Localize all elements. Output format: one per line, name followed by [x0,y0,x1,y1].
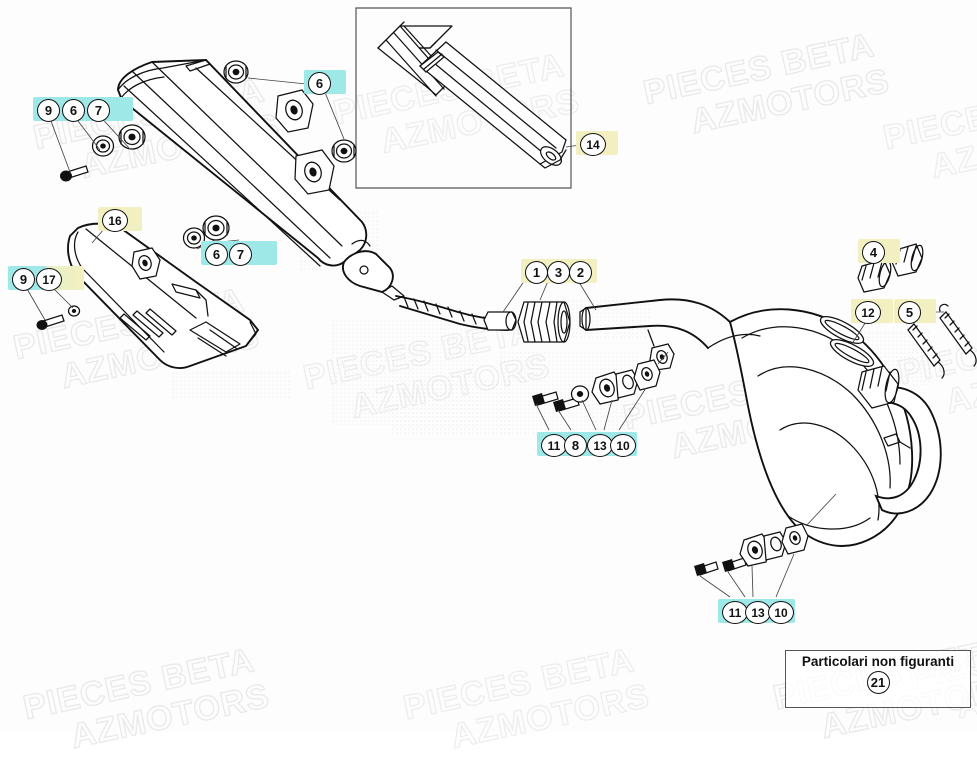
badge-4-spring-mounts[interactable]: 4 [862,241,885,264]
silencer-body [117,59,405,301]
silencer-packing-part [377,21,567,169]
badge-7-silencer-lower-grommets[interactable]: 7 [229,243,252,266]
badge-17-heat-shield-fastener[interactable]: 17 [36,268,62,291]
gasket-b [829,339,875,367]
mid-mount-hardware [532,351,669,431]
badge-9-silencer-front-mount[interactable]: 9 [37,99,60,122]
inset-detail-frame [355,7,581,189]
lower-mount-hardware [694,493,837,598]
badge-11-lower-mount-hardware[interactable]: 11 [722,601,748,624]
bracket-lower [781,523,809,555]
washer-mid [570,385,590,403]
badge-10-mid-mount-hardware[interactable]: 10 [610,434,636,457]
badge-9-heat-shield-fastener[interactable]: 9 [12,268,35,291]
tension-spring-b [938,303,977,367]
pipe-joint-sleeve [517,301,571,343]
bracket-mid [633,359,661,391]
badge-13-mid-mount-hardware[interactable]: 13 [587,434,613,457]
badge-6-silencer-upper-grommets[interactable]: 6 [308,72,331,95]
badge-10-lower-mount-hardware[interactable]: 10 [768,601,794,624]
damper-bush-lower [739,531,787,567]
badge-16-heat-shield[interactable]: 16 [102,209,128,232]
tension-spring-a [906,315,945,379]
socket-bolt-d [722,557,747,572]
spacer-lower [182,227,206,249]
badge-11-mid-mount-hardware[interactable]: 11 [541,434,567,457]
grommet-lower [202,215,230,241]
socket-bolt-a [532,391,559,406]
badge-7-silencer-front-mount[interactable]: 7 [87,99,110,122]
badge-3-pipe-joint[interactable]: 3 [547,261,570,284]
badge-21[interactable]: 21 [866,671,890,694]
parts-not-shown-box: Particolari non figuranti 21 [785,650,971,708]
spacer-front [91,135,115,157]
grommet-top-b [331,139,357,163]
nut-heat-shield [67,305,81,317]
damper-bush-mid [591,369,639,405]
spring-pin-a [857,259,892,293]
expansion-chamber [395,295,942,547]
technical-illustration: .ln{fill:none;stroke:#111;stroke-width:1… [22,7,977,598]
badge-6-silencer-lower-grommets[interactable]: 6 [205,243,228,266]
socket-bolt-b [553,397,580,412]
bolt-front [60,165,89,182]
badge-8-mid-mount-hardware[interactable]: 8 [564,434,587,457]
grommet-top-a [223,60,249,84]
badge-1-pipe-joint[interactable]: 1 [525,261,548,284]
badge-12-gaskets[interactable]: 12 [855,301,881,324]
badge-6-silencer-front-mount[interactable]: 6 [62,99,85,122]
gasket-a [819,316,865,344]
badge-5-springs[interactable]: 5 [898,301,921,324]
grommet-front [118,124,146,150]
bolt-heat-shield [36,314,65,330]
parts-not-shown-title: Particolari non figuranti [801,654,955,669]
socket-bolt-c [694,561,719,576]
badge-2-pipe-joint[interactable]: 2 [569,261,592,284]
silencer-hardware [60,60,357,249]
badge-14-inset-packing[interactable]: 14 [580,133,606,156]
